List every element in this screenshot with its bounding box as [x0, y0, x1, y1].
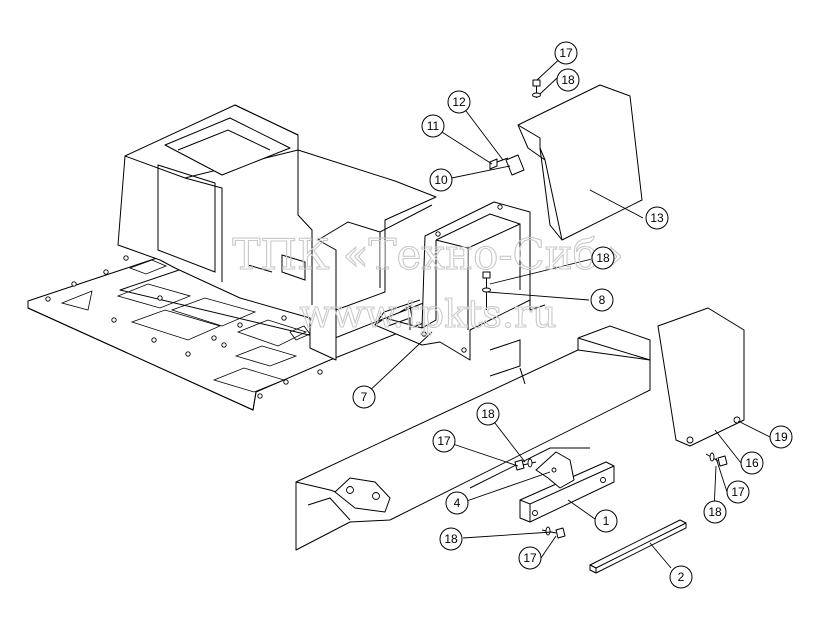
callout-number: 17: [437, 434, 451, 448]
callout-number: 12: [452, 95, 466, 109]
callout-number: 17: [731, 485, 745, 499]
callout-18: 18: [439, 527, 463, 551]
watermark-line1: ТПК «Техно-Сиб»: [232, 230, 623, 279]
strip-2: [589, 519, 687, 574]
callout-number: 16: [745, 456, 759, 470]
callout-18: 18: [591, 246, 615, 270]
lower-side-panel: [295, 325, 651, 551]
callout-circle: [432, 429, 456, 453]
watermark-line2: www.tpkts.ru: [299, 292, 556, 336]
callout-17: 17: [726, 480, 750, 504]
callout-circle: [352, 385, 376, 409]
callout-circle: [590, 288, 614, 312]
callout-7: 7: [352, 385, 376, 409]
callout-4: 4: [445, 491, 469, 515]
callout-circle: [429, 168, 453, 192]
callout-circle: [421, 114, 445, 138]
callout-2: 2: [669, 565, 693, 589]
callout-number: 1: [603, 514, 610, 528]
callout-circle: [447, 90, 471, 114]
callout-13: 13: [645, 206, 669, 230]
callout-8: 8: [590, 288, 614, 312]
callout-17: 17: [518, 546, 542, 570]
callout-10: 10: [429, 168, 453, 192]
callout-circle: [769, 425, 793, 449]
callout-circle: [669, 565, 693, 589]
callout-number: 11: [427, 119, 440, 133]
callout-number: 7: [361, 390, 368, 404]
callout-circle: [740, 451, 764, 475]
callout-number: 8: [599, 293, 606, 307]
callout-number: 17: [559, 46, 573, 60]
callout-number: 19: [774, 430, 788, 444]
callout-circle: [594, 509, 618, 533]
callout-number: 2: [678, 570, 685, 584]
callout-circle: [703, 500, 727, 524]
callout-1: 1: [594, 509, 618, 533]
seat-box-7: [374, 201, 546, 361]
callout-number: 10: [434, 173, 448, 187]
callout-18: 18: [476, 402, 500, 426]
callout-circle: [645, 206, 669, 230]
callout-number: 18: [561, 73, 575, 87]
callout-number: 18: [596, 251, 610, 265]
callout-number: 4: [454, 496, 461, 510]
fastener-bolts: [482, 79, 728, 539]
watermark: ТПК «Техно-Сиб» www.tpkts.ru: [232, 229, 624, 336]
callout-18: 18: [556, 68, 580, 92]
callout-circle: [591, 246, 615, 270]
callout-circle: [726, 480, 750, 504]
side-plate-16: [657, 307, 745, 447]
bracket-4: [535, 451, 575, 489]
callout-19: 19: [769, 425, 793, 449]
callout-number: 13: [650, 211, 664, 225]
callout-circle: [445, 491, 469, 515]
callout-circle: [439, 527, 463, 551]
bracket-13: [517, 84, 643, 241]
callout-18: 18: [703, 500, 727, 524]
callout-number: 17: [523, 551, 537, 565]
callout-12: 12: [447, 90, 471, 114]
callout-circle: [554, 41, 578, 65]
callout-circle: [518, 546, 542, 570]
callout-number: 18: [481, 407, 495, 421]
callout-number: 18: [444, 532, 458, 546]
callout-bubbles: 17 18 12 11 10 13 18 8 7 18 17 4 1 16 19 17 18 18 17 2: [352, 41, 793, 589]
callout-number: 18: [708, 505, 722, 519]
callout-17: 17: [554, 41, 578, 65]
callout-circle: [556, 68, 580, 92]
bar-1: [519, 461, 615, 523]
callout-16: 16: [740, 451, 764, 475]
callout-11: 11: [421, 114, 445, 138]
leader-lines: [364, 52, 771, 569]
callout-17: 17: [432, 429, 456, 453]
floor-panel-assembly: [27, 104, 437, 411]
callout-circle: [476, 402, 500, 426]
